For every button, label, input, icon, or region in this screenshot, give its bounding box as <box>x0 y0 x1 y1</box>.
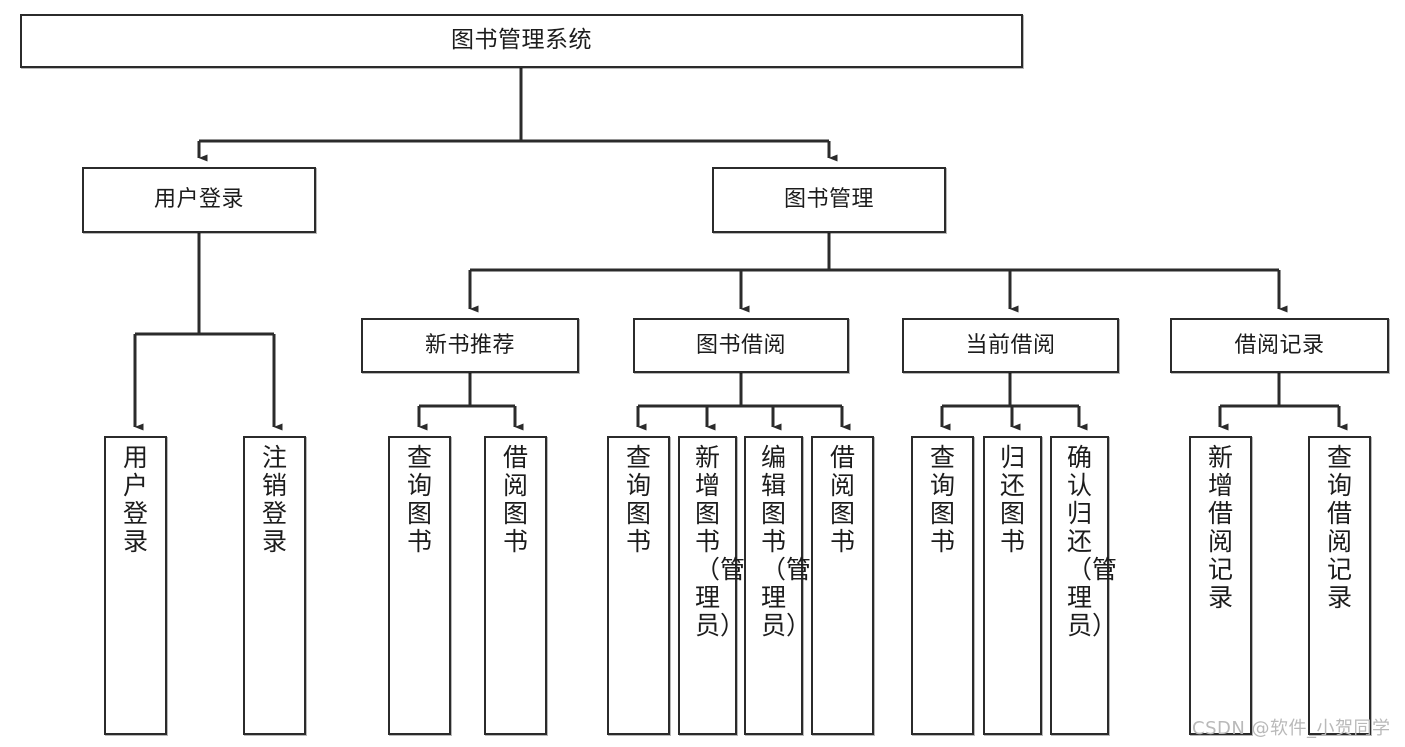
node-label-book-borrow: 图书借阅 <box>695 332 786 358</box>
node-label-leaf-rec-add: 新增借阅记录 <box>1208 443 1234 612</box>
node-leaf-cur-confirm[interactable]: 确认归还（管理员） <box>1050 436 1118 735</box>
node-leaf-rec-query[interactable]: 查询图书 <box>388 436 451 735</box>
node-user-login[interactable]: 用户登录 <box>82 167 316 233</box>
node-leaf-borrow-query[interactable]: 查询图书 <box>607 436 670 735</box>
node-borrow-record[interactable]: 借阅记录 <box>1170 318 1389 373</box>
node-leaf-user-login[interactable]: 用户登录 <box>104 436 167 735</box>
connector-bus-current-borrow <box>940 373 1081 420</box>
node-book-borrow[interactable]: 图书借阅 <box>633 318 849 373</box>
node-label-new-book-rec: 新书推荐 <box>424 332 515 358</box>
node-label-leaf-rec-borrow: 借阅图书 <box>503 443 529 556</box>
node-label-current-borrow: 当前借阅 <box>965 332 1056 358</box>
csdn-watermark: CSDN @软件_小贺同学 <box>1192 718 1391 739</box>
node-label-leaf-rec-query: 查询图书 <box>407 443 433 556</box>
node-label-leaf-cur-query: 查询图书 <box>930 443 956 556</box>
node-leaf-rec-borrow[interactable]: 借阅图书 <box>484 436 547 735</box>
node-leaf-borrow-add[interactable]: 新增图书（管理员） <box>678 436 746 735</box>
node-leaf-user-logout[interactable]: 注销登录 <box>243 436 306 735</box>
node-label-leaf-user-logout: 注销登录 <box>262 443 288 556</box>
connector-bus-book-borrow <box>636 373 844 420</box>
connector-bus-user-login <box>133 233 276 348</box>
node-leaf-borrow-edit[interactable]: 编辑图书（管理员） <box>744 436 812 735</box>
node-new-book-rec[interactable]: 新书推荐 <box>361 318 579 373</box>
connector-bus-borrow-record <box>1218 373 1341 420</box>
node-current-borrow[interactable]: 当前借阅 <box>902 318 1119 373</box>
node-label-leaf-borrow-edit: 编辑图书（管理员） <box>761 443 812 640</box>
node-label-user-login: 用户登录 <box>153 187 244 213</box>
node-leaf-rec-query2[interactable]: 查询借阅记录 <box>1308 436 1371 735</box>
node-label-borrow-record: 借阅记录 <box>1234 332 1325 358</box>
node-book-manage[interactable]: 图书管理 <box>712 167 946 233</box>
connector-bus-root <box>197 68 831 155</box>
node-root[interactable]: 图书管理系统 <box>20 14 1023 68</box>
node-leaf-borrow-lend[interactable]: 借阅图书 <box>811 436 874 735</box>
node-label-leaf-cur-return: 归还图书 <box>1000 443 1026 556</box>
node-label-leaf-borrow-query: 查询图书 <box>626 443 652 556</box>
node-label-leaf-rec-query2: 查询借阅记录 <box>1327 443 1353 612</box>
node-label-leaf-user-login: 用户登录 <box>123 443 149 556</box>
node-leaf-cur-query[interactable]: 查询图书 <box>911 436 974 735</box>
connector-bus-book-manage <box>468 233 1281 284</box>
node-leaf-cur-return[interactable]: 归还图书 <box>983 436 1042 735</box>
node-label-book-manage: 图书管理 <box>783 187 874 213</box>
connector-bus-new-book-rec <box>417 373 517 420</box>
node-label-leaf-borrow-lend: 借阅图书 <box>830 443 856 556</box>
node-label-leaf-borrow-add: 新增图书（管理员） <box>695 443 746 640</box>
node-label-leaf-cur-confirm: 确认归还（管理员） <box>1067 443 1118 640</box>
node-label-root: 图书管理系统 <box>451 27 592 54</box>
node-leaf-rec-add[interactable]: 新增借阅记录 <box>1189 436 1252 735</box>
